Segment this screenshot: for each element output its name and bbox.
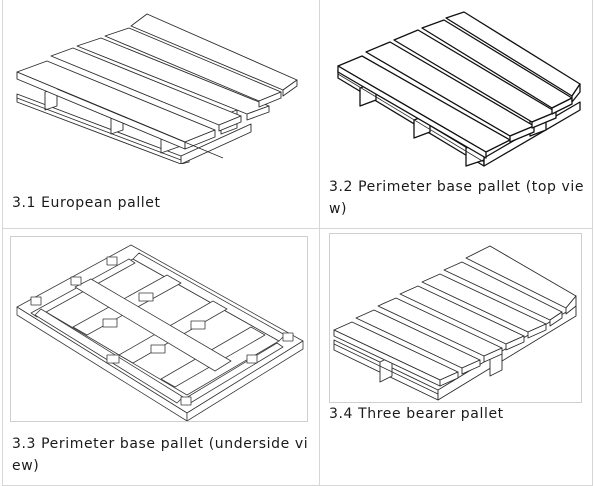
row-divider [2, 228, 593, 229]
perimeter-base-pallet-top-image [334, 8, 584, 168]
table-cell-european-pallet: 3.1 European pallet [3, 0, 319, 228]
table-cell-perimeter-base-pallet-top: 3.2 Perimeter base pallet (top view) [320, 0, 592, 228]
table-cell-three-bearer-pallet: 3.4 Three bearer pallet [320, 229, 592, 485]
european-pallet-image [11, 6, 311, 164]
caption-perimeter-base-pallet-underside: 3.3 Perimeter base pallet (underside vie… [12, 436, 309, 474]
caption-perimeter-base-pallet-top: 3.2 Perimeter base pallet (top view) [329, 179, 585, 217]
caption-three-bearer-pallet: 3.4 Three bearer pallet [329, 406, 504, 422]
table-cell-perimeter-base-pallet-underside: 3.3 Perimeter base pallet (underside vie… [3, 229, 319, 485]
three-bearer-pallet-image [329, 233, 582, 403]
column-divider [319, 0, 320, 486]
caption-european-pallet: 3.1 European pallet [12, 195, 161, 211]
perimeter-base-pallet-underside-image [10, 236, 308, 422]
